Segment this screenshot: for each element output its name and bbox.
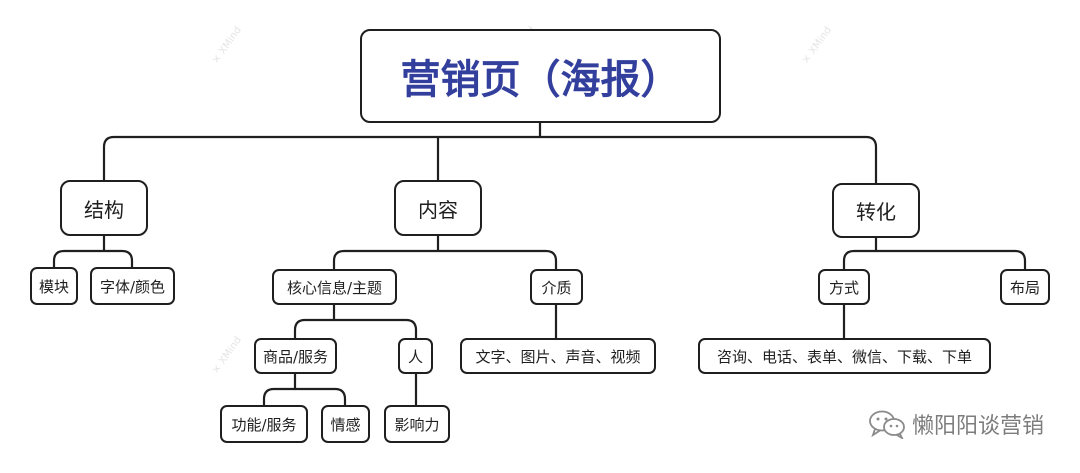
node-structure-font-color[interactable]: 字体/颜色 (90, 267, 175, 305)
node-core-people[interactable]: 人 (398, 338, 433, 374)
connector-content-children (332, 234, 558, 271)
account-watermark: 懒阳阳谈营销 (868, 408, 1044, 440)
node-core-goods[interactable]: 商品/服务 (254, 338, 337, 374)
node-method-channels[interactable]: 咨询、电话、表单、微信、下载、下单 (698, 338, 991, 374)
node-structure-module[interactable]: 模块 (30, 267, 78, 305)
node-content-media[interactable]: 介质 (530, 269, 583, 305)
node-content-core[interactable]: 核心信息/主题 (272, 269, 397, 305)
node-goods-function[interactable]: 功能/服务 (220, 405, 308, 443)
node-conversion[interactable]: 转化 (832, 183, 920, 238)
node-content[interactable]: 内容 (394, 180, 482, 236)
connector-structure-children (52, 234, 134, 269)
connector-root-to-level1 (102, 121, 878, 185)
node-structure[interactable]: 结构 (60, 180, 148, 236)
node-media-types[interactable]: 文字、图片、声音、视频 (460, 338, 656, 374)
connector-conversion-children (842, 236, 1027, 271)
watermark-text: 懒阳阳谈营销 (911, 414, 1044, 439)
connector-goods-children (262, 372, 347, 407)
connector-core-children (293, 303, 418, 340)
wechat-icon (868, 409, 906, 439)
node-goods-emotion[interactable]: 情感 (321, 405, 370, 443)
node-conversion-layout[interactable]: 布局 (1000, 269, 1050, 305)
node-people-influence[interactable]: 影响力 (384, 405, 450, 443)
root-node[interactable]: 营销页（海报） (360, 29, 721, 123)
node-conversion-method[interactable]: 方式 (818, 269, 870, 305)
